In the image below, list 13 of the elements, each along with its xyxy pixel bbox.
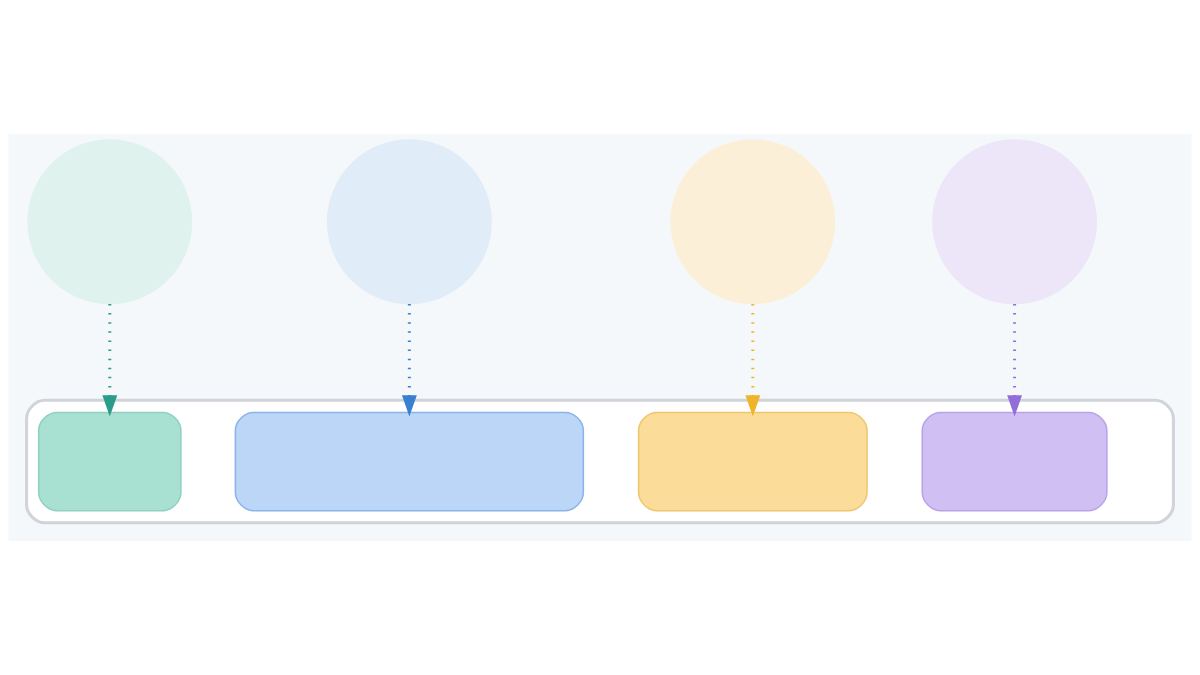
arrow: [401, 304, 417, 417]
arrow: [102, 304, 118, 417]
node-box: [234, 411, 585, 512]
node-circle: [670, 139, 836, 305]
node-box: [637, 411, 868, 512]
node-circle: [27, 139, 193, 305]
node-circle: [326, 139, 492, 305]
cluster: [25, 398, 1175, 525]
arrow: [1007, 304, 1022, 417]
node-box: [37, 411, 182, 512]
node-circle: [932, 139, 1098, 305]
node-box: [921, 411, 1108, 512]
arrow: [745, 304, 761, 417]
